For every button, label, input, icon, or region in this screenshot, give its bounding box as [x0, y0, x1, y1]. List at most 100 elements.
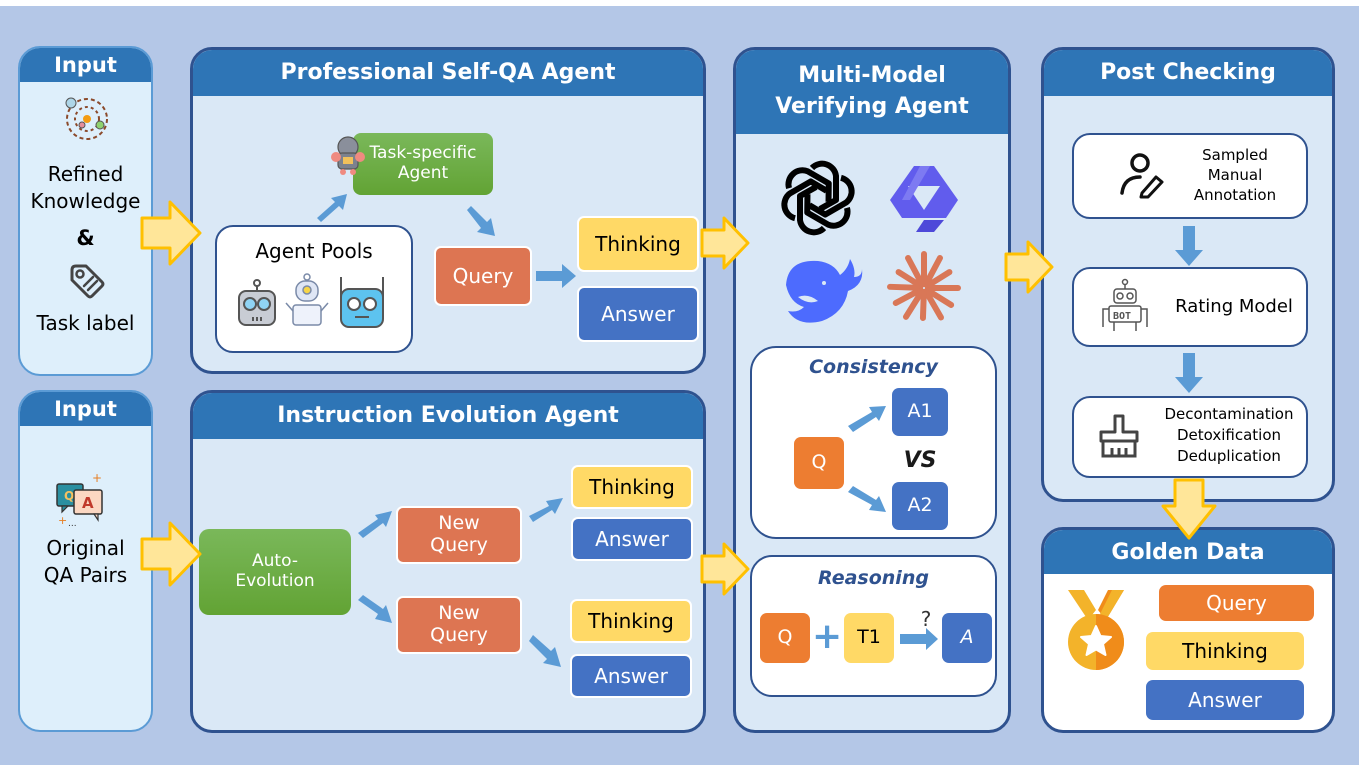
knowledge-icon — [65, 97, 108, 140]
arrow-pools-to-task — [317, 194, 347, 222]
consistency-a1-box: A1 — [892, 388, 948, 436]
flow-arrow-evolution-to-verify — [700, 542, 750, 596]
svg-text:Q: Q — [64, 489, 74, 503]
bot-icon-label: BOT — [1113, 311, 1131, 322]
arrow-auto-to-newq2 — [358, 595, 392, 623]
tag-icon — [70, 264, 105, 299]
auto-evolution-line1: Auto- — [252, 551, 298, 572]
answer-box-1: Answer — [571, 517, 693, 561]
input-text-qa-pairs: QA Pairs — [43, 563, 128, 587]
flow-arrow-verify-to-post — [1004, 240, 1054, 294]
svg-text:+: + — [92, 471, 102, 485]
vs-label: VS — [903, 448, 937, 473]
openai-logo-icon — [781, 160, 855, 236]
consistency-a2-box: A2 — [892, 482, 948, 530]
verify-panel: Multi-Model Verifying Agent — [733, 47, 1011, 733]
flow-arrow-selfqa-to-verify — [700, 216, 750, 270]
new-query-box-1: New Query — [396, 506, 522, 564]
arrow-task-to-query — [467, 206, 495, 236]
deduplication-label: Deduplication — [1177, 447, 1281, 465]
decontamination-label: Decontamination — [1164, 405, 1294, 423]
arrow-newq2-to-answer — [529, 635, 561, 667]
evolution-panel: Instruction Evolution Agent Auto- Evolut… — [190, 390, 706, 733]
new-query-2-line1: New — [438, 602, 480, 625]
svg-text:...: ... — [68, 519, 77, 529]
golden-answer-box: Answer — [1146, 680, 1304, 720]
golden-data-panel: Golden Data Query Thinking Answer — [1041, 527, 1335, 733]
agent-pools-box: Agent Pools — [215, 225, 413, 353]
input-text-refined: Refined — [47, 162, 124, 186]
consistency-box: Consistency Q A1 VS A2 — [750, 346, 997, 539]
reasoning-a-box: A — [942, 613, 992, 663]
user-edit-icon — [1120, 153, 1164, 199]
evolution-header: Instruction Evolution Agent — [193, 393, 703, 439]
input-header-1: Input — [20, 48, 151, 82]
new-query-box-2: New Query — [396, 596, 522, 654]
input-text-knowledge: Knowledge — [30, 189, 141, 213]
golden-thinking-box: Thinking — [1146, 632, 1304, 670]
detoxification-label: Detoxification — [1176, 426, 1282, 444]
input-text-task-label: Task label — [36, 311, 135, 335]
rating-model-box: BOT Rating Model — [1072, 267, 1308, 347]
top-strip — [0, 0, 1359, 6]
arrow-newq1-to-thinking — [529, 498, 563, 522]
arrow-query-to-thinking — [536, 264, 576, 288]
arrow-q-to-a1 — [848, 406, 886, 432]
robot-icon-3 — [340, 277, 384, 328]
task-agent-line1: Task-specific — [369, 143, 477, 164]
robot-icon-1 — [238, 279, 276, 326]
qa-chat-icon: Q A + + ... — [56, 471, 103, 529]
post-check-panel: Post Checking Sampled Manual Annotation … — [1041, 47, 1335, 502]
sampled-line2: Manual — [1207, 166, 1263, 184]
verify-header: Multi-Model Verifying Agent — [736, 50, 1008, 134]
verify-header-line1: Multi-Model — [798, 63, 946, 88]
answer-box-2: Answer — [570, 654, 692, 698]
qwen-logo-icon — [890, 166, 958, 232]
reasoning-question-mark: ? — [920, 607, 932, 631]
svg-text:A: A — [82, 494, 94, 512]
auto-evolution-line2: Evolution — [235, 571, 315, 591]
deepseek-logo-icon — [786, 259, 863, 323]
consistency-q-box: Q — [794, 437, 844, 489]
task-specific-agent-box: Task-specific Agent — [353, 133, 493, 195]
reasoning-box: Reasoning Q + T1 ? A — [750, 555, 997, 697]
sampled-line3: Annotation — [1193, 186, 1277, 204]
consistency-title: Consistency — [809, 356, 938, 378]
thinking-box-1: Thinking — [571, 465, 693, 509]
flow-arrow-input2-to-evolution — [140, 521, 202, 587]
claude-logo-icon — [887, 251, 961, 321]
reasoning-title: Reasoning — [818, 567, 929, 589]
cleaning-box: Decontamination Detoxification Deduplica… — [1072, 396, 1308, 478]
auto-evolution-box: Auto- Evolution — [199, 529, 351, 615]
input-panel-2: Input Q A + + ... Original QA Pairs — [18, 390, 153, 732]
flow-arrow-post-to-golden — [1161, 478, 1217, 540]
broom-icon — [1099, 414, 1139, 458]
post-check-header: Post Checking — [1044, 50, 1332, 96]
task-agent-robot-icon — [331, 136, 365, 175]
task-agent-line2: Agent — [397, 163, 449, 183]
arrow-down-1 — [1175, 226, 1203, 266]
query-box: Query — [434, 246, 532, 306]
medal-icon — [1068, 590, 1124, 670]
cleaning-text: Decontamination Detoxification Deduplica… — [1150, 404, 1308, 467]
self-qa-panel: Professional Self-QA Agent Agent Pools — [190, 47, 706, 374]
verify-header-line2: Verifying Agent — [775, 94, 969, 119]
arrow-down-2 — [1175, 353, 1203, 393]
self-qa-header: Professional Self-QA Agent — [193, 50, 703, 96]
bot-icon: BOT — [1102, 278, 1148, 331]
reasoning-q-box: Q — [760, 613, 810, 663]
thinking-box-2: Thinking — [570, 599, 692, 643]
new-query-2-line2: Query — [430, 624, 488, 646]
new-query-1-line2: Query — [430, 534, 488, 556]
answer-box: Answer — [577, 286, 699, 342]
arrow-auto-to-newq1 — [358, 511, 392, 538]
thinking-box: Thinking — [577, 216, 699, 272]
input-header-2: Input — [20, 392, 151, 426]
flow-arrow-input1-to-selfqa — [140, 200, 202, 266]
robot-icon-2 — [285, 273, 329, 326]
rating-model-label: Rating Model — [1175, 296, 1293, 317]
input-panel-1: Input Refined Knowledge & Task label — [18, 46, 153, 376]
input-text-amp: & — [76, 226, 95, 250]
svg-text:+: + — [58, 514, 67, 527]
agent-pools-label: Agent Pools — [255, 239, 373, 263]
